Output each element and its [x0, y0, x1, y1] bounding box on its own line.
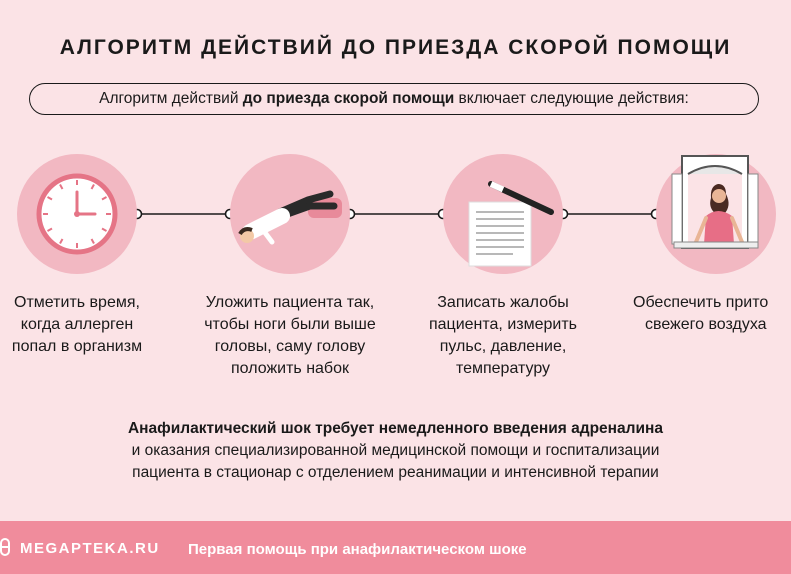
intro-text-end: включает следующие действия: — [454, 90, 689, 107]
caption-line: положить набок — [231, 360, 349, 377]
caption-line: чтобы ноги были выше — [204, 316, 376, 333]
lying-patient-icon — [230, 154, 350, 274]
capsule-logo-icon — [0, 538, 10, 556]
caption-line: Уложить пациента так, — [205, 294, 375, 311]
caption-line: пульс, давление, — [439, 338, 567, 355]
bottom-line-3: пациента в стационар с отделением реаним… — [132, 464, 659, 481]
page-title: АЛГОРИТМ ДЕЙСТВИЙ ДО ПРИЕЗДА СКОРОЙ ПОМО… — [59, 36, 732, 59]
bottom-note: Анафилактический шок требует немедленног… — [0, 418, 791, 484]
caption-line: головы, саму голову — [214, 338, 366, 355]
footer-bar: MEGAPTEKA.RU Первая помощь при анафилакт… — [0, 521, 791, 574]
step-2-caption: Уложить пациента так, чтобы ноги были вы… — [185, 292, 395, 380]
caption-line: Отметить время, — [14, 294, 140, 311]
bottom-line-2: и оказания специализированной медицинско… — [131, 442, 660, 459]
open-window-icon — [656, 154, 776, 274]
caption-line: свежего воздуха — [645, 316, 767, 333]
caption-line: температуру — [455, 360, 551, 377]
intro-bold-text: до приезда скорой помощи — [242, 90, 455, 107]
clock-icon — [17, 154, 137, 274]
caption-line: Обеспечить прито — [633, 294, 769, 311]
caption-line: Записать жалобы — [437, 294, 569, 311]
caption-line: попал в организм — [11, 338, 143, 355]
step-1-caption: Отметить время, когда аллерген попал в о… — [0, 292, 182, 358]
brand-name[interactable]: MEGAPTEKA.RU — [20, 540, 160, 557]
step-3-caption: Записать жалобы пациента, измерить пульс… — [398, 292, 608, 380]
caption-line: когда аллерген — [20, 316, 134, 333]
bottom-bold-line: Анафилактический шок требует немедленног… — [127, 420, 664, 437]
intro-text: Алгоритм действий — [99, 90, 243, 107]
footer-caption: Первая помощь при анафилактическом шоке — [188, 541, 527, 558]
intro-box: Алгоритм действий до приезда скорой помо… — [29, 83, 759, 115]
step-4-caption: Обеспечить прито свежего воздуха — [611, 292, 791, 336]
paper-pen-icon — [443, 154, 563, 274]
caption-line: пациента, измерить — [428, 316, 577, 333]
